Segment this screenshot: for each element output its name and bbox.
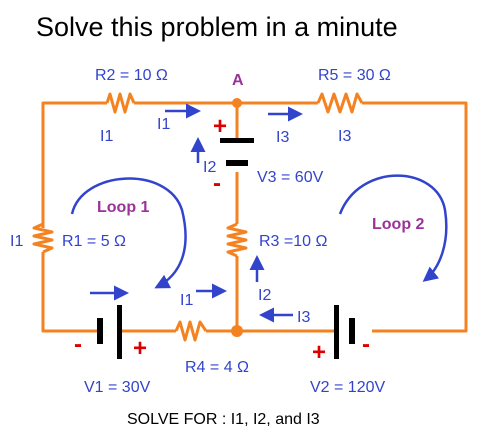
node-a-dot — [232, 98, 242, 108]
v3-label: V3 = 60V — [257, 169, 324, 186]
v3-minus-sign: - — [213, 170, 221, 197]
problem-title: Solve this problem in a minute — [36, 12, 398, 42]
node-a-label: A — [232, 72, 244, 89]
v3-plus-sign: + — [213, 113, 227, 140]
v1-minus-sign: - — [74, 331, 82, 358]
r5-label: R5 = 30 Ω — [318, 67, 391, 84]
r2-label: R2 = 10 Ω — [95, 67, 168, 84]
loop-2-arc — [338, 174, 448, 282]
v1-label: V1 = 30V — [84, 379, 151, 396]
v2-label: V2 = 120V — [310, 379, 386, 396]
node-bottom-dot — [231, 325, 243, 337]
battery-v3 — [220, 138, 254, 166]
r4-label: R4 = 4 Ω — [185, 359, 249, 376]
loop-1-arc — [70, 177, 187, 289]
circuit-wires — [41, 101, 468, 333]
v2-plus-sign: + — [312, 339, 326, 366]
current-label-left-wire: I1 — [10, 233, 23, 250]
battery-v1 — [97, 305, 122, 359]
r3-label: R3 =10 Ω — [259, 233, 327, 250]
resistor-r4 — [174, 320, 208, 342]
v2-minus-sign: - — [362, 331, 370, 358]
r1-label: R1 = 5 Ω — [62, 233, 126, 250]
battery-v2 — [334, 305, 355, 359]
current-label-bottom-right-arrow: I3 — [297, 309, 310, 326]
v1-plus-sign: + — [133, 335, 147, 362]
solve-for-footer: SOLVE FOR : I1, I2, and I3 — [127, 411, 320, 428]
resistor-r2 — [105, 92, 136, 114]
current-label-top-left-wire: I1 — [100, 128, 113, 145]
current-label-top-right-arrow: I3 — [276, 129, 289, 146]
current-label-top-right-wire: I3 — [338, 128, 351, 145]
resistor-r1 — [32, 222, 54, 254]
current-label-bottom-left-arrow: I1 — [180, 292, 193, 309]
current-label-top-left-arrow: I1 — [157, 116, 170, 133]
current-label-v3-branch: I2 — [203, 159, 216, 176]
resistor-r3 — [226, 222, 248, 258]
loop-1-label: Loop 1 — [97, 199, 150, 216]
loop-2-label: Loop 2 — [372, 216, 425, 233]
current-label-r3-branch: I2 — [258, 287, 271, 304]
resistor-r5 — [316, 92, 364, 114]
